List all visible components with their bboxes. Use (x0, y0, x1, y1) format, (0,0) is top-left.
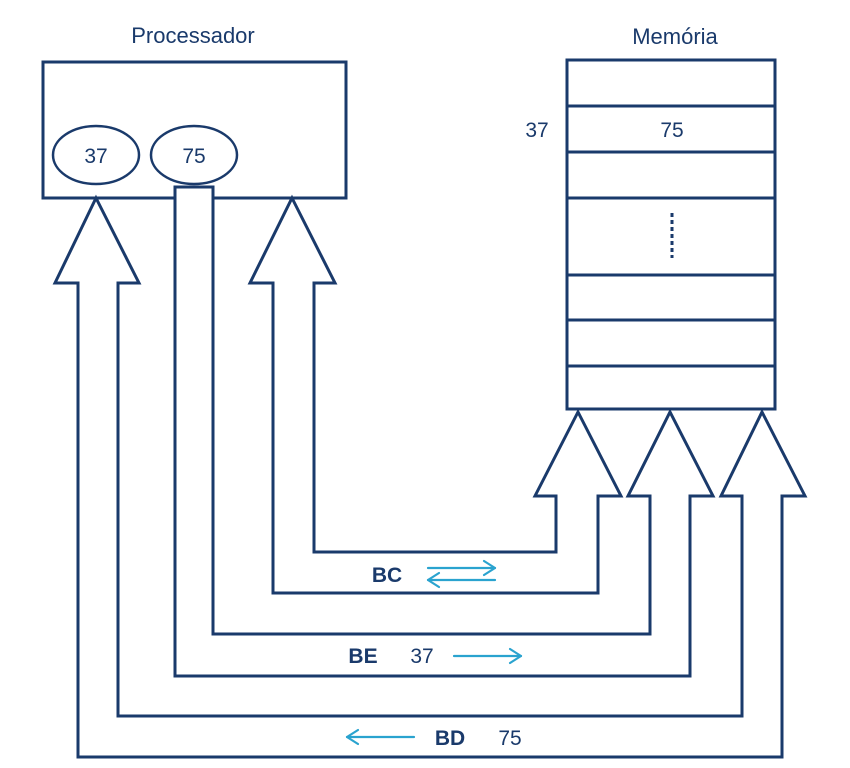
address-bus-right-arrow-icon (452, 647, 523, 665)
control-bus-bidirectional-arrow-icon (426, 559, 497, 589)
register-1-value: 37 (84, 145, 107, 168)
register-2-value: 75 (182, 145, 205, 168)
address-bus-path (173, 185, 716, 678)
memory-cell-content: 75 (660, 119, 683, 142)
memory-address: 37 (525, 119, 548, 142)
data-bus-left-arrow-icon (345, 728, 416, 746)
memory-title: Memória (632, 24, 718, 49)
data-bus-label: BD (435, 727, 465, 750)
register-1 (51, 124, 141, 186)
data-bus-value: 75 (498, 727, 521, 750)
control-bus-label: BC (372, 564, 402, 587)
processor-title: Processador (131, 23, 255, 48)
address-bus-value: 37 (410, 645, 433, 668)
register-2 (149, 124, 239, 186)
address-bus-label: BE (348, 645, 377, 668)
data-bus-path (52, 194, 808, 759)
control-bus-path (247, 194, 624, 595)
memory-cell-dividers (567, 104, 775, 368)
